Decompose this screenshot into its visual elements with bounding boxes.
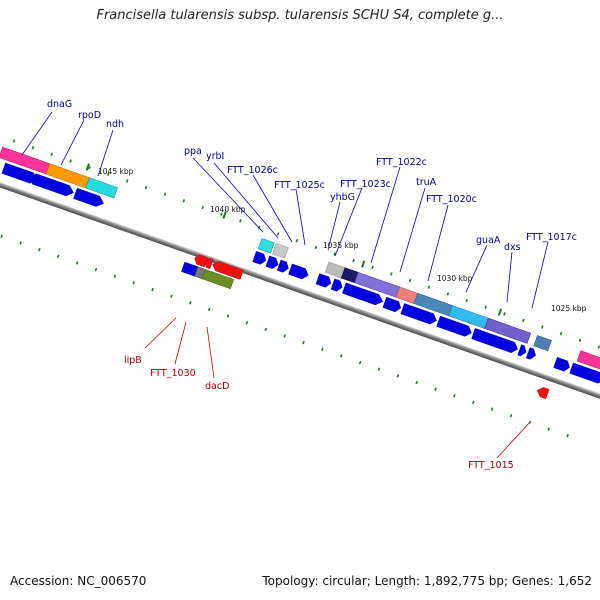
cds-arrow xyxy=(525,347,536,360)
cds-arrow xyxy=(276,259,289,273)
gene-block-edge xyxy=(576,350,600,370)
gene-label-dxs: dxs xyxy=(504,242,521,253)
reverse-leaders xyxy=(144,317,531,459)
gene-label-FTT_1025c: FTT_1025c xyxy=(274,180,325,191)
cds-arrow-reverse xyxy=(194,254,208,268)
kbp-label-1030: 1030 kbp xyxy=(437,274,473,283)
gene-label-dacD: dacD xyxy=(205,381,229,392)
gene-label-ndh: ndh xyxy=(106,119,124,130)
gene-label-FTT_1030: FTT_1030 xyxy=(150,368,196,379)
genome-backbone xyxy=(0,168,600,413)
cds-arrow xyxy=(330,278,343,292)
cds-arrow xyxy=(315,273,332,288)
gene-label-FTT_1022c: FTT_1022c xyxy=(376,157,427,168)
cds-arrow xyxy=(288,263,309,280)
cds-arrow xyxy=(517,344,527,357)
kbp-label-1045: 1045 kbp xyxy=(98,167,134,176)
cds-arrow xyxy=(400,303,437,325)
gene-label-FTT_1020c: FTT_1020c xyxy=(426,194,477,205)
cds-arrow xyxy=(436,315,472,337)
scale-ticks-upper xyxy=(12,139,600,349)
gene-label-FTT_1023c: FTT_1023c xyxy=(340,179,391,190)
gene-label-yrbI: yrbI xyxy=(206,151,224,162)
forward-cds-arrows xyxy=(1,162,600,384)
accession-label: Accession: NC_006570 xyxy=(10,574,147,588)
forward-leaders xyxy=(21,111,549,309)
cds-arrow-reverse xyxy=(204,257,214,270)
genome-summary: Topology: circular; Length: 1,892,775 bp… xyxy=(262,574,592,588)
kbp-labels: 1045 kbp 1040 kbp 1035 kbp 1030 kbp 1025… xyxy=(98,167,587,313)
gene-block-dacD xyxy=(201,269,235,290)
cds-arrow xyxy=(342,282,384,306)
gene-label-FTT_1026c: FTT_1026c xyxy=(227,165,278,176)
reverse-gene-blocks xyxy=(181,261,235,290)
cds-arrow xyxy=(73,187,104,207)
forward-gene-blocks xyxy=(0,146,600,370)
gene-label-truA: truA xyxy=(416,177,437,188)
forward-gene-labels: dnaG rpoD ndh ppa yrbI FTT_1026c FTT_102… xyxy=(47,99,577,253)
cds-arrow-reverse xyxy=(536,387,550,400)
gene-label-FTT_1017c: FTT_1017c xyxy=(526,232,577,243)
gene-block-ppa xyxy=(257,238,275,254)
gene-block-yrbI xyxy=(272,243,289,259)
gene-block-ndh xyxy=(85,177,118,199)
cds-arrow xyxy=(252,251,267,265)
cds-arrow xyxy=(382,296,401,313)
cds-arrow xyxy=(553,357,570,372)
cds-arrow xyxy=(471,328,518,353)
kbp-label-1025: 1025 kbp xyxy=(551,304,587,313)
gene-label-rpoD: rpoD xyxy=(78,110,101,121)
gene-label-FTT_1015: FTT_1015 xyxy=(468,460,514,471)
gene-label-ppa: ppa xyxy=(184,146,202,157)
cds-arrow xyxy=(265,255,279,269)
gene-block-truA xyxy=(395,286,418,304)
scale-ticks-lower xyxy=(0,234,569,438)
gene-label-guaA: guaA xyxy=(476,235,501,246)
map-title: Francisella tularensis subsp. tularensis… xyxy=(96,8,504,23)
cds-arrow xyxy=(569,362,600,384)
gene-label-lipB: lipB xyxy=(124,355,142,366)
gene-block-FTT_1017c xyxy=(533,335,552,352)
cds-arrow-reverse xyxy=(212,261,244,280)
gene-block-dxs xyxy=(484,317,532,344)
gene-label-yhbG: yhbG xyxy=(330,192,355,203)
reverse-gene-labels: lipB FTT_1030 dacD FTT_1015 xyxy=(124,355,514,471)
reverse-cds-arrows xyxy=(194,254,550,400)
gene-label-dnaG: dnaG xyxy=(47,99,72,110)
kbp-label-1040: 1040 kbp xyxy=(210,205,246,214)
cds-arrow xyxy=(31,173,74,197)
kbp-label-1035: 1035 kbp xyxy=(323,241,359,250)
